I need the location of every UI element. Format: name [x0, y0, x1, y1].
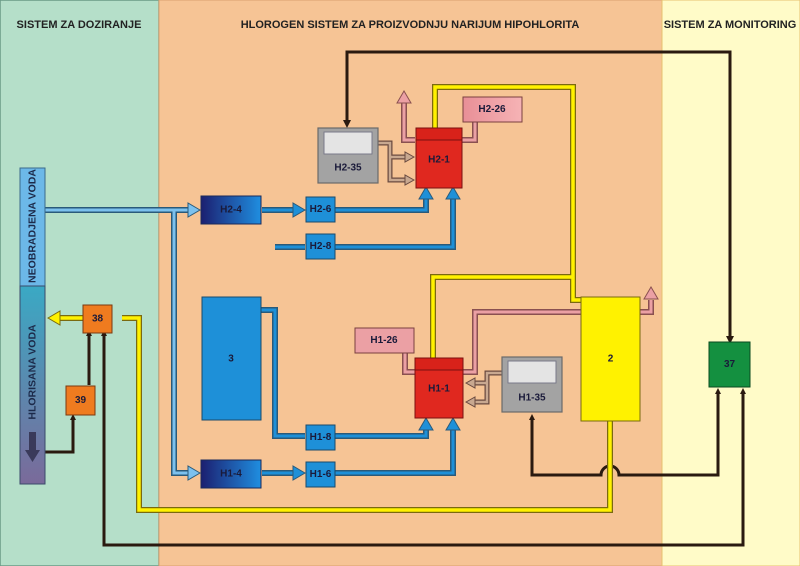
control-lines	[378, 140, 503, 408]
h1-35-display	[507, 360, 557, 384]
gas-line-h2-1-vent	[402, 100, 415, 142]
arrow-head	[187, 465, 201, 481]
control-line-h1-35-h1-1	[473, 371, 503, 404]
unit-38-label: 38	[92, 314, 104, 325]
gas-line-h1-1-vent	[462, 300, 653, 374]
tank-3-label: 3	[228, 354, 234, 365]
h1-35-unit[interactable]: H1-35	[501, 356, 563, 413]
blue-pipes	[45, 195, 456, 476]
arrow-head	[445, 186, 461, 200]
arrow-head	[404, 174, 416, 186]
arrow-head	[445, 417, 461, 431]
h2-26-unit[interactable]: H2-26	[462, 96, 523, 123]
monitoring-unit-37[interactable]: 37	[708, 341, 751, 388]
h1-1-reactor[interactable]: H1-1	[414, 357, 464, 419]
dosing-section-title: SISTEM ZA DOZIRANJE	[17, 19, 142, 31]
control-line-h2-35-h2-1	[378, 141, 406, 182]
h2-8-unit[interactable]: H2-8	[305, 233, 336, 260]
gas-line-h1-26-h1-1	[403, 352, 418, 374]
arrow-head	[464, 396, 476, 408]
arrow-head	[726, 336, 734, 344]
arrow-head	[715, 388, 721, 394]
signal-line-water-39	[45, 418, 75, 454]
arrow-head	[418, 186, 434, 200]
h1-35-label: H1-35	[518, 393, 546, 404]
h1-4-label: H1-4	[220, 469, 242, 480]
gas-vent-arrow-head	[396, 90, 412, 104]
h1-26-label: H1-26	[370, 335, 398, 346]
untreated-water-label: NEOBRADJENA VODA	[27, 169, 39, 283]
gas-lines	[396, 90, 659, 375]
dosing-unit-39[interactable]: 39	[65, 385, 96, 416]
h2-4-unit[interactable]: H2-4	[200, 195, 262, 225]
yellow-lines	[47, 84, 613, 513]
h2-26-label: H2-26	[478, 104, 506, 115]
gas-vent-arrow-head	[643, 286, 659, 300]
blue-arrowheads	[187, 186, 461, 481]
tank-2-label: 2	[608, 354, 614, 365]
chlorogen-section-title: HLOROGEN SISTEM ZA PROIZVODNJU NARIJUM H…	[241, 19, 580, 31]
signal-line-37-h2-35	[345, 50, 732, 340]
arrow-head	[292, 465, 306, 481]
gas-line-h2-1-h2-26	[461, 118, 477, 142]
arrow-head	[343, 120, 351, 128]
h2-6-label: H2-6	[310, 204, 332, 215]
h2-6-unit[interactable]: H2-6	[305, 196, 336, 223]
tank-3[interactable]: 3	[201, 296, 262, 421]
yellow-line-h2-1-tank-2	[433, 85, 583, 302]
h1-8-label: H1-8	[310, 432, 332, 443]
h2-35-display	[323, 131, 373, 155]
water-column: NEOBRADJENA VODA HLORISANA VODA	[19, 167, 46, 485]
untreated-water-segment	[19, 167, 46, 287]
pipe-untreated-to-h1-4	[172, 210, 190, 475]
h1-6-unit[interactable]: H1-6	[305, 461, 336, 488]
yellow-line-h1-1-tank-2	[431, 275, 573, 358]
tank-2[interactable]: 2	[580, 296, 641, 422]
yellow-line-tank-2-38	[122, 316, 612, 512]
h1-1-lid	[414, 357, 464, 371]
arrow-head	[740, 388, 746, 394]
arrow-head	[418, 417, 434, 431]
h2-1-lid	[415, 127, 463, 141]
dosing-unit-38[interactable]: 38	[82, 304, 113, 334]
arrow-head	[187, 202, 201, 218]
pipe-h2-8-h2-1	[335, 195, 455, 249]
unit-39-label: 39	[75, 395, 87, 406]
yellow-arrow-head	[47, 310, 61, 326]
flow-down-arrow-icon	[25, 432, 40, 462]
h1-1-label: H1-1	[428, 384, 450, 395]
h2-8-label: H2-8	[310, 241, 332, 252]
arrow-head	[529, 414, 535, 420]
pipe-h1-6-h1-1	[335, 425, 455, 475]
signal-line-bottom-loop	[102, 328, 745, 547]
pipe-tank-3-h1-8	[260, 308, 305, 438]
chlorinated-water-label: HLORISANA VODA	[27, 324, 39, 420]
h1-8-unit[interactable]: H1-8	[305, 424, 336, 451]
h1-26-unit[interactable]: H1-26	[354, 327, 415, 354]
arrow-head	[404, 151, 416, 163]
h2-35-label: H2-35	[334, 163, 362, 174]
arrow-head	[70, 414, 76, 420]
h1-4-unit[interactable]: H1-4	[200, 459, 262, 489]
arrow-head	[292, 202, 306, 218]
h2-4-label: H2-4	[220, 205, 242, 216]
monitoring-section-title: SISTEM ZA MONITORING	[664, 19, 797, 31]
pipe-h2-6-h2-1	[335, 195, 428, 212]
arrow-head	[464, 377, 476, 389]
unit-37-label: 37	[724, 359, 736, 370]
h2-35-unit[interactable]: H2-35	[317, 127, 379, 184]
h1-6-label: H1-6	[310, 469, 332, 480]
h2-1-reactor[interactable]: H2-1	[415, 127, 463, 189]
h2-1-label: H2-1	[428, 155, 450, 166]
